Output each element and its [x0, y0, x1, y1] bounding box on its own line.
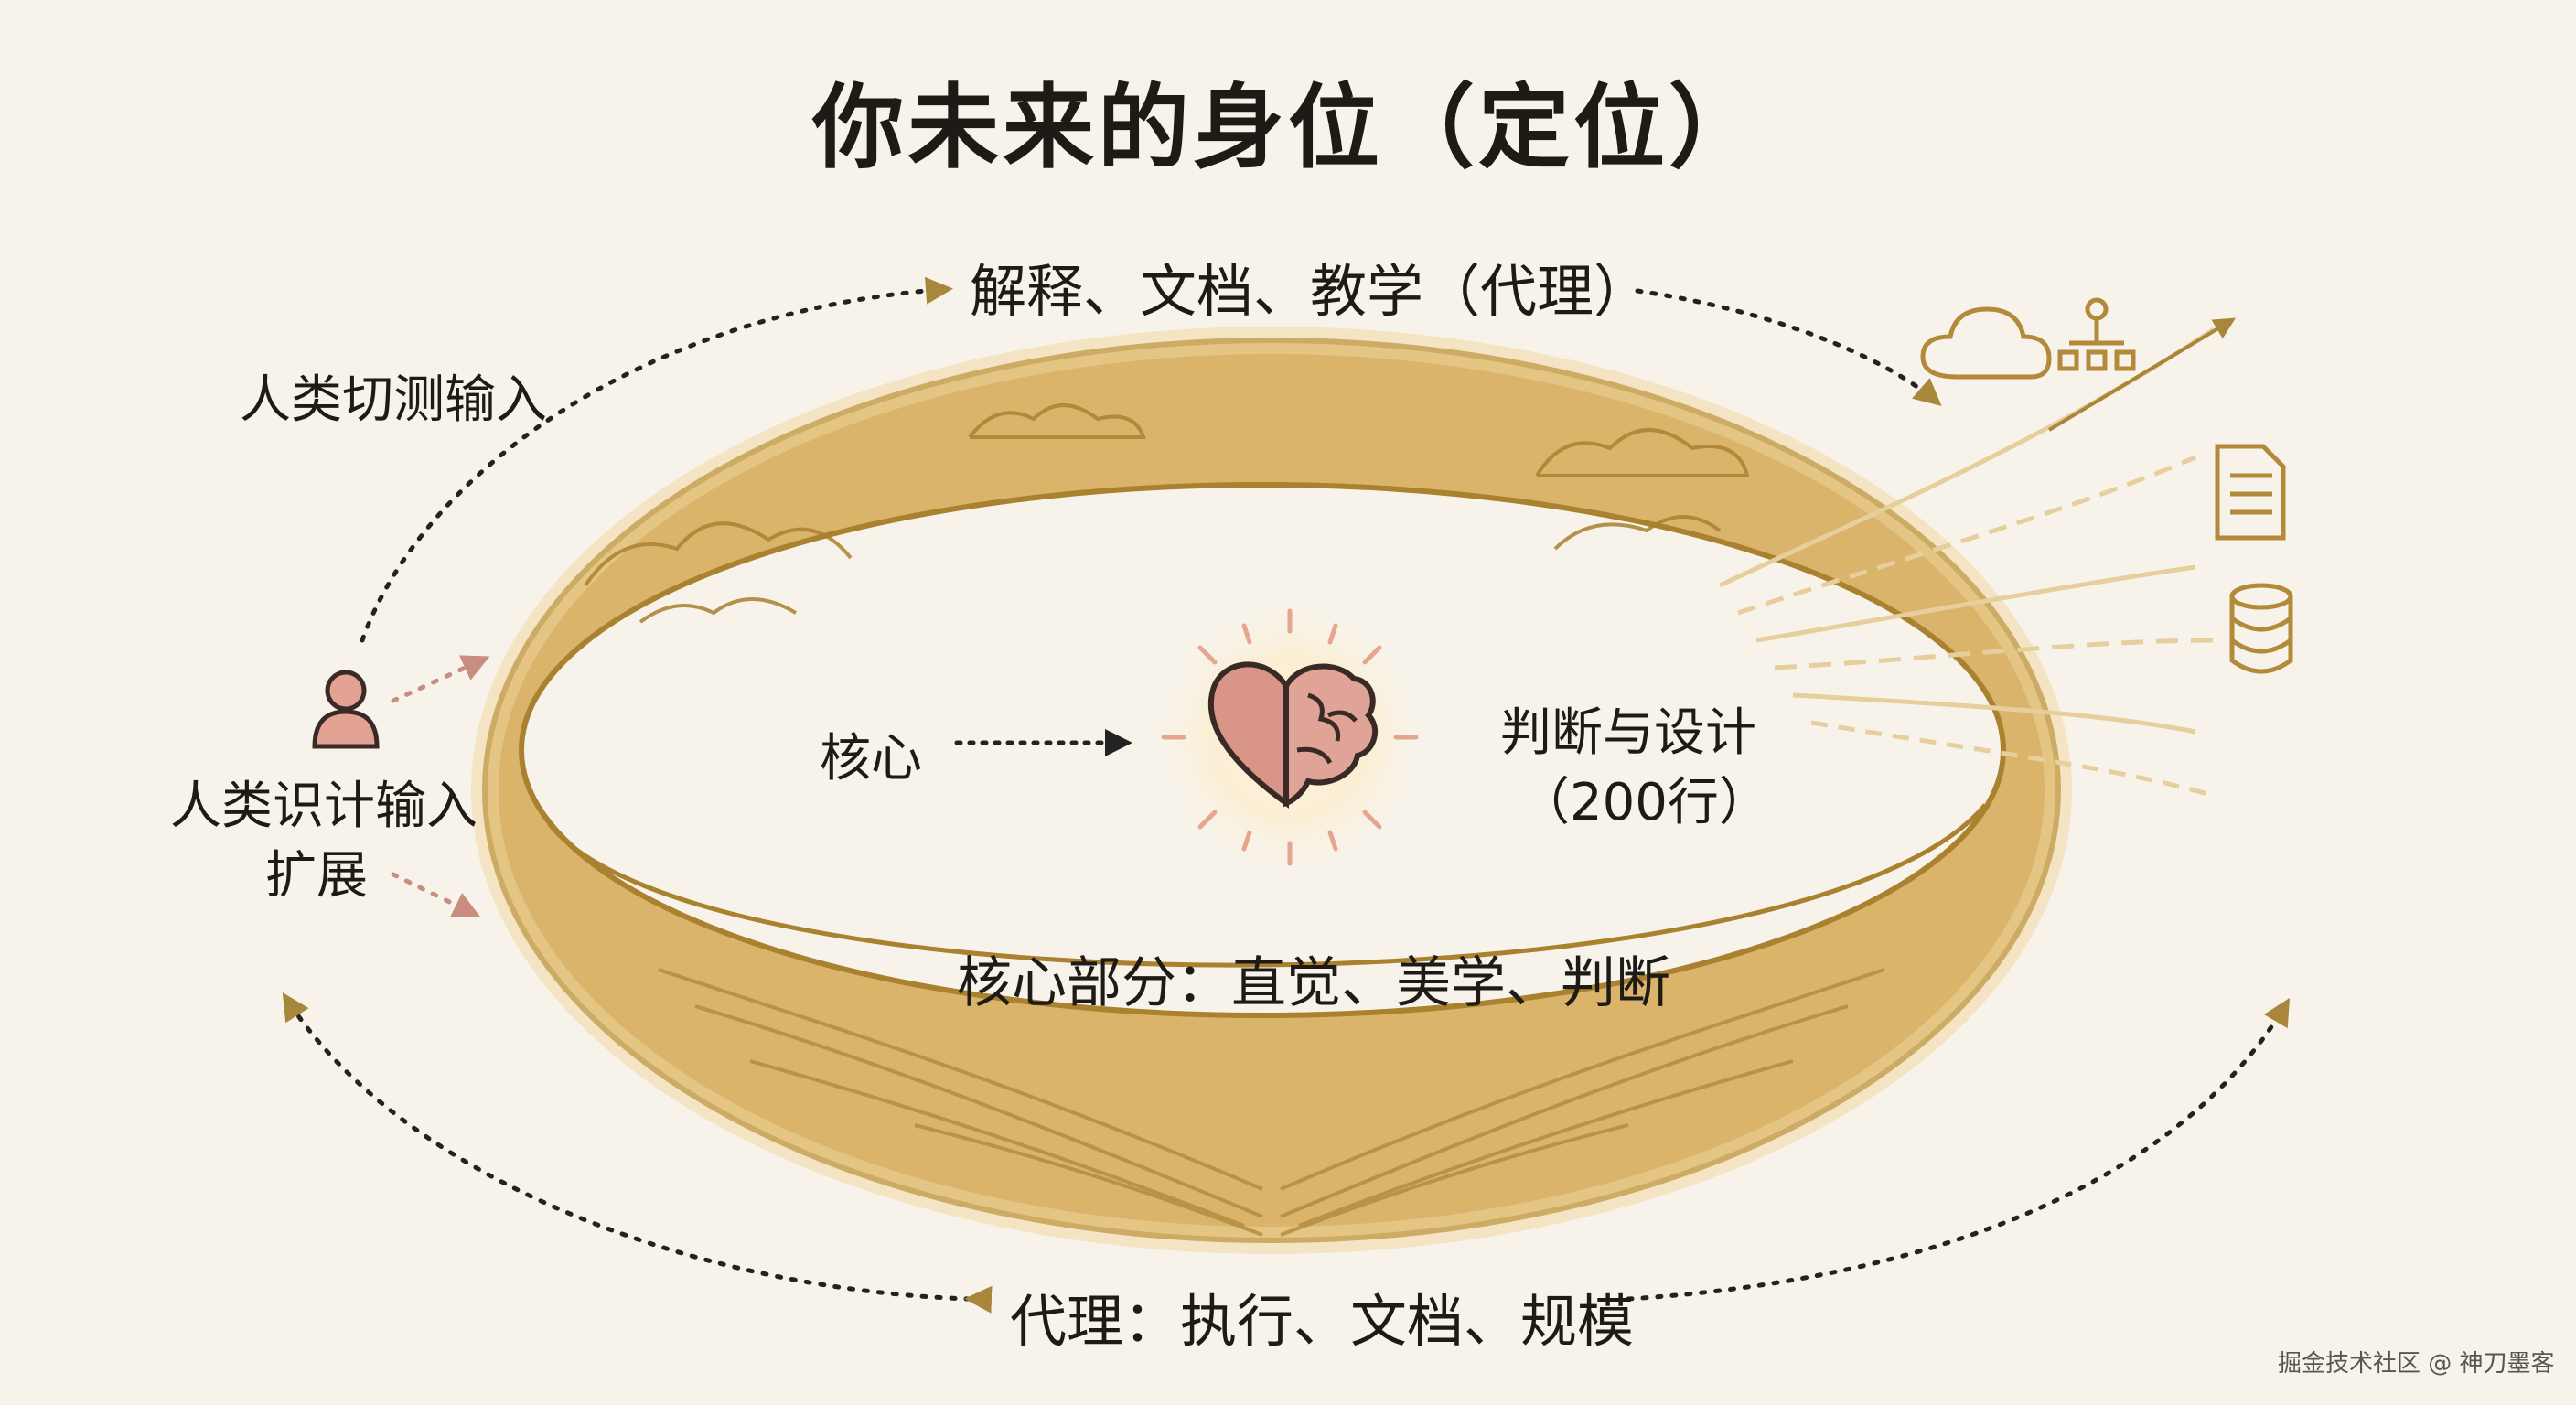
- page-title: 你未来的身位（定位）: [812, 74, 1764, 181]
- core-parts-label: 核心部分：直觉、美学、判断: [957, 951, 1670, 1015]
- bottom-agent-label: 代理：执行、文档、规模: [1010, 1288, 1635, 1355]
- human-input-arrow-down: [391, 872, 481, 917]
- cut-input-arrow: [360, 276, 953, 643]
- person-icon: [312, 670, 380, 749]
- top-arc-label: 解释、文档、教学（代理）: [970, 258, 1651, 325]
- cut-input-label: 人类切测输入: [240, 370, 547, 430]
- database-icon: [2229, 583, 2293, 674]
- bottom-right-arrow: [1626, 997, 2291, 1302]
- heart-brain-icon: [1208, 661, 1379, 809]
- watermark: 掘金技术社区 @ 神刀墨客: [2278, 1350, 2555, 1378]
- output-streams: [1718, 327, 2216, 799]
- glow-rays: [1161, 608, 1419, 866]
- bottom-left-arrow: [282, 992, 993, 1314]
- judgment-lines-label: （200行）: [1519, 773, 1770, 832]
- top-arc-arrow: [1635, 288, 1942, 406]
- document-icon: [2215, 444, 2286, 541]
- org-chart-icon: [2057, 297, 2136, 371]
- cloud-icon: [1920, 306, 2052, 380]
- judgment-label: 判断与设计: [1500, 703, 1756, 763]
- human-input-arrow-up: [391, 655, 490, 703]
- human-expand-label: 扩展: [265, 846, 368, 906]
- human-input-label: 人类识计输入: [170, 777, 478, 836]
- output-arrow: [2047, 317, 2237, 432]
- core-label: 核心: [820, 729, 922, 788]
